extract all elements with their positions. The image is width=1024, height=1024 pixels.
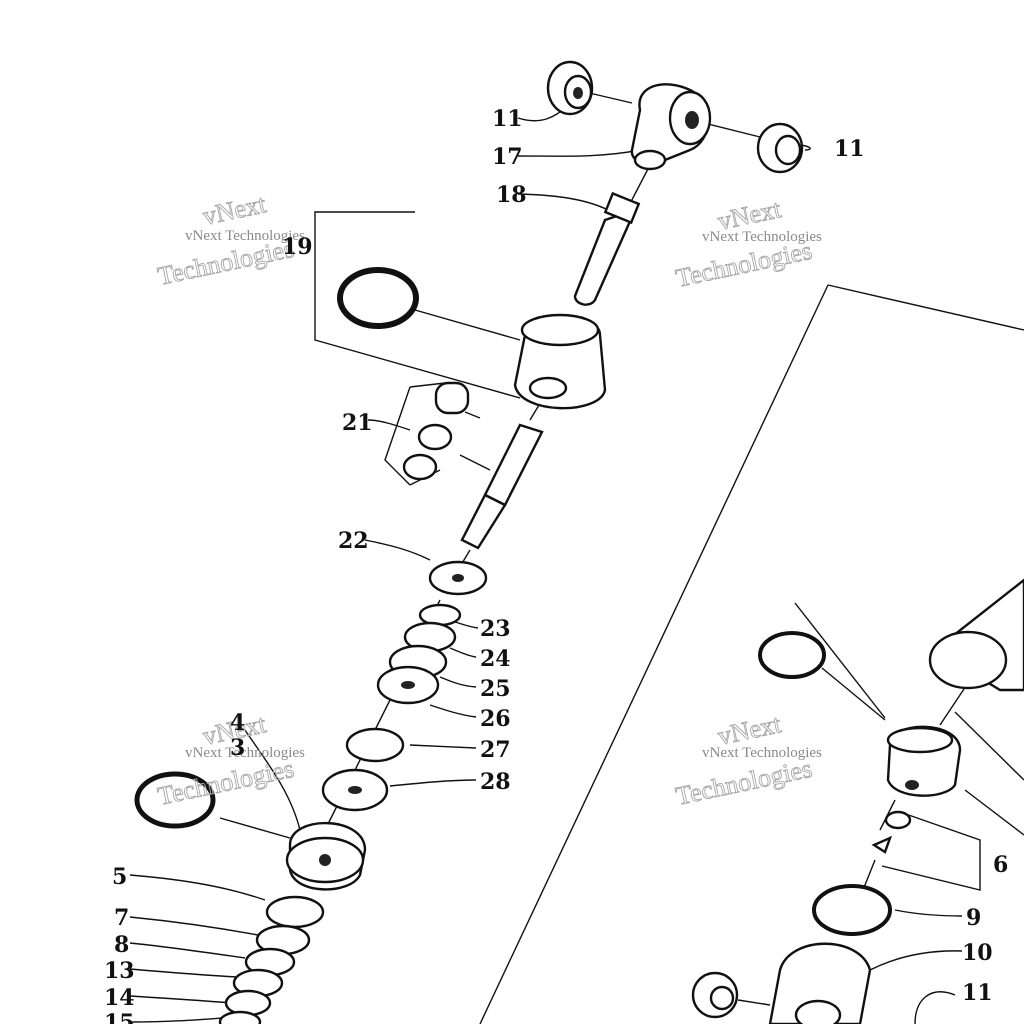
callout-15: 15	[104, 1010, 135, 1024]
callout-24: 24	[480, 646, 511, 672]
callout-18: 18	[496, 182, 527, 208]
watermark-small: vNext Technologies	[702, 229, 822, 245]
washer-part-22	[428, 560, 488, 596]
cylinder-body	[928, 578, 1024, 692]
callout-19: 19	[282, 234, 313, 260]
piston-rod	[460, 423, 544, 550]
watermark-bottom-right: vNext vNext Technologies Technologies	[673, 709, 822, 812]
callout-leaders	[129, 104, 963, 1024]
washer-part-14	[224, 989, 272, 1017]
eye-end-part-17	[630, 83, 712, 171]
callout-25: 25	[480, 676, 511, 702]
watermark-line2: Technologies	[673, 754, 814, 811]
washer-part-28	[321, 768, 389, 812]
watermark-line1: vNext	[200, 189, 269, 231]
callout-23: 23	[480, 616, 511, 642]
callout-26: 26	[480, 706, 511, 732]
seal-ring-part-19	[337, 267, 419, 329]
callout-10: 10	[962, 940, 993, 966]
callout-9: 9	[966, 905, 981, 931]
bushing-set-part-21	[402, 381, 470, 481]
washer-part-6	[871, 810, 912, 854]
callout-11-top-left: 11	[492, 106, 523, 132]
band-part-4	[134, 771, 216, 829]
callout-8: 8	[114, 932, 129, 958]
watermark-small: vNext Technologies	[702, 745, 822, 761]
eye-end-part-10	[768, 942, 872, 1024]
bushing-part-11-top-right	[756, 122, 804, 174]
callout-4: 4	[230, 710, 245, 736]
callout-13: 13	[104, 958, 135, 984]
rod-part-18	[573, 191, 641, 306]
callout-11-bottom: 11	[962, 980, 993, 1006]
callout-27: 27	[480, 737, 511, 763]
ring-part-9	[812, 884, 892, 936]
callout-7: 7	[114, 905, 129, 931]
washer-part-5	[265, 895, 325, 929]
callout-21: 21	[342, 410, 373, 436]
snap-ring	[758, 631, 826, 679]
washer-part-15	[218, 1010, 262, 1024]
watermark-line2: Technologies	[155, 754, 296, 811]
callout-labels: 11 17 11 18 19 21 22 23 24 25 26 27 28 4…	[104, 106, 1008, 1024]
callout-28: 28	[480, 769, 511, 795]
callout-14: 14	[104, 985, 135, 1011]
washer-part-26	[376, 665, 440, 705]
callout-3: 3	[230, 735, 245, 761]
watermark-top-right: vNext vNext Technologies Technologies	[673, 194, 822, 294]
piston-part-3	[285, 821, 367, 891]
callout-6: 6	[993, 852, 1008, 878]
watermark-small: vNext Technologies	[185, 745, 305, 761]
callout-17: 17	[492, 144, 523, 170]
washer-part-27	[345, 727, 405, 763]
callout-5: 5	[112, 864, 127, 890]
bushing-part-11-top-left	[546, 60, 594, 116]
watermark-small: vNext Technologies	[185, 228, 305, 244]
callout-22: 22	[338, 528, 369, 554]
callout-11-top-right: 11	[834, 136, 865, 162]
cap-part-19	[513, 313, 607, 410]
bushing-part-11-bottom	[691, 971, 739, 1019]
cap-part-right	[886, 725, 962, 797]
